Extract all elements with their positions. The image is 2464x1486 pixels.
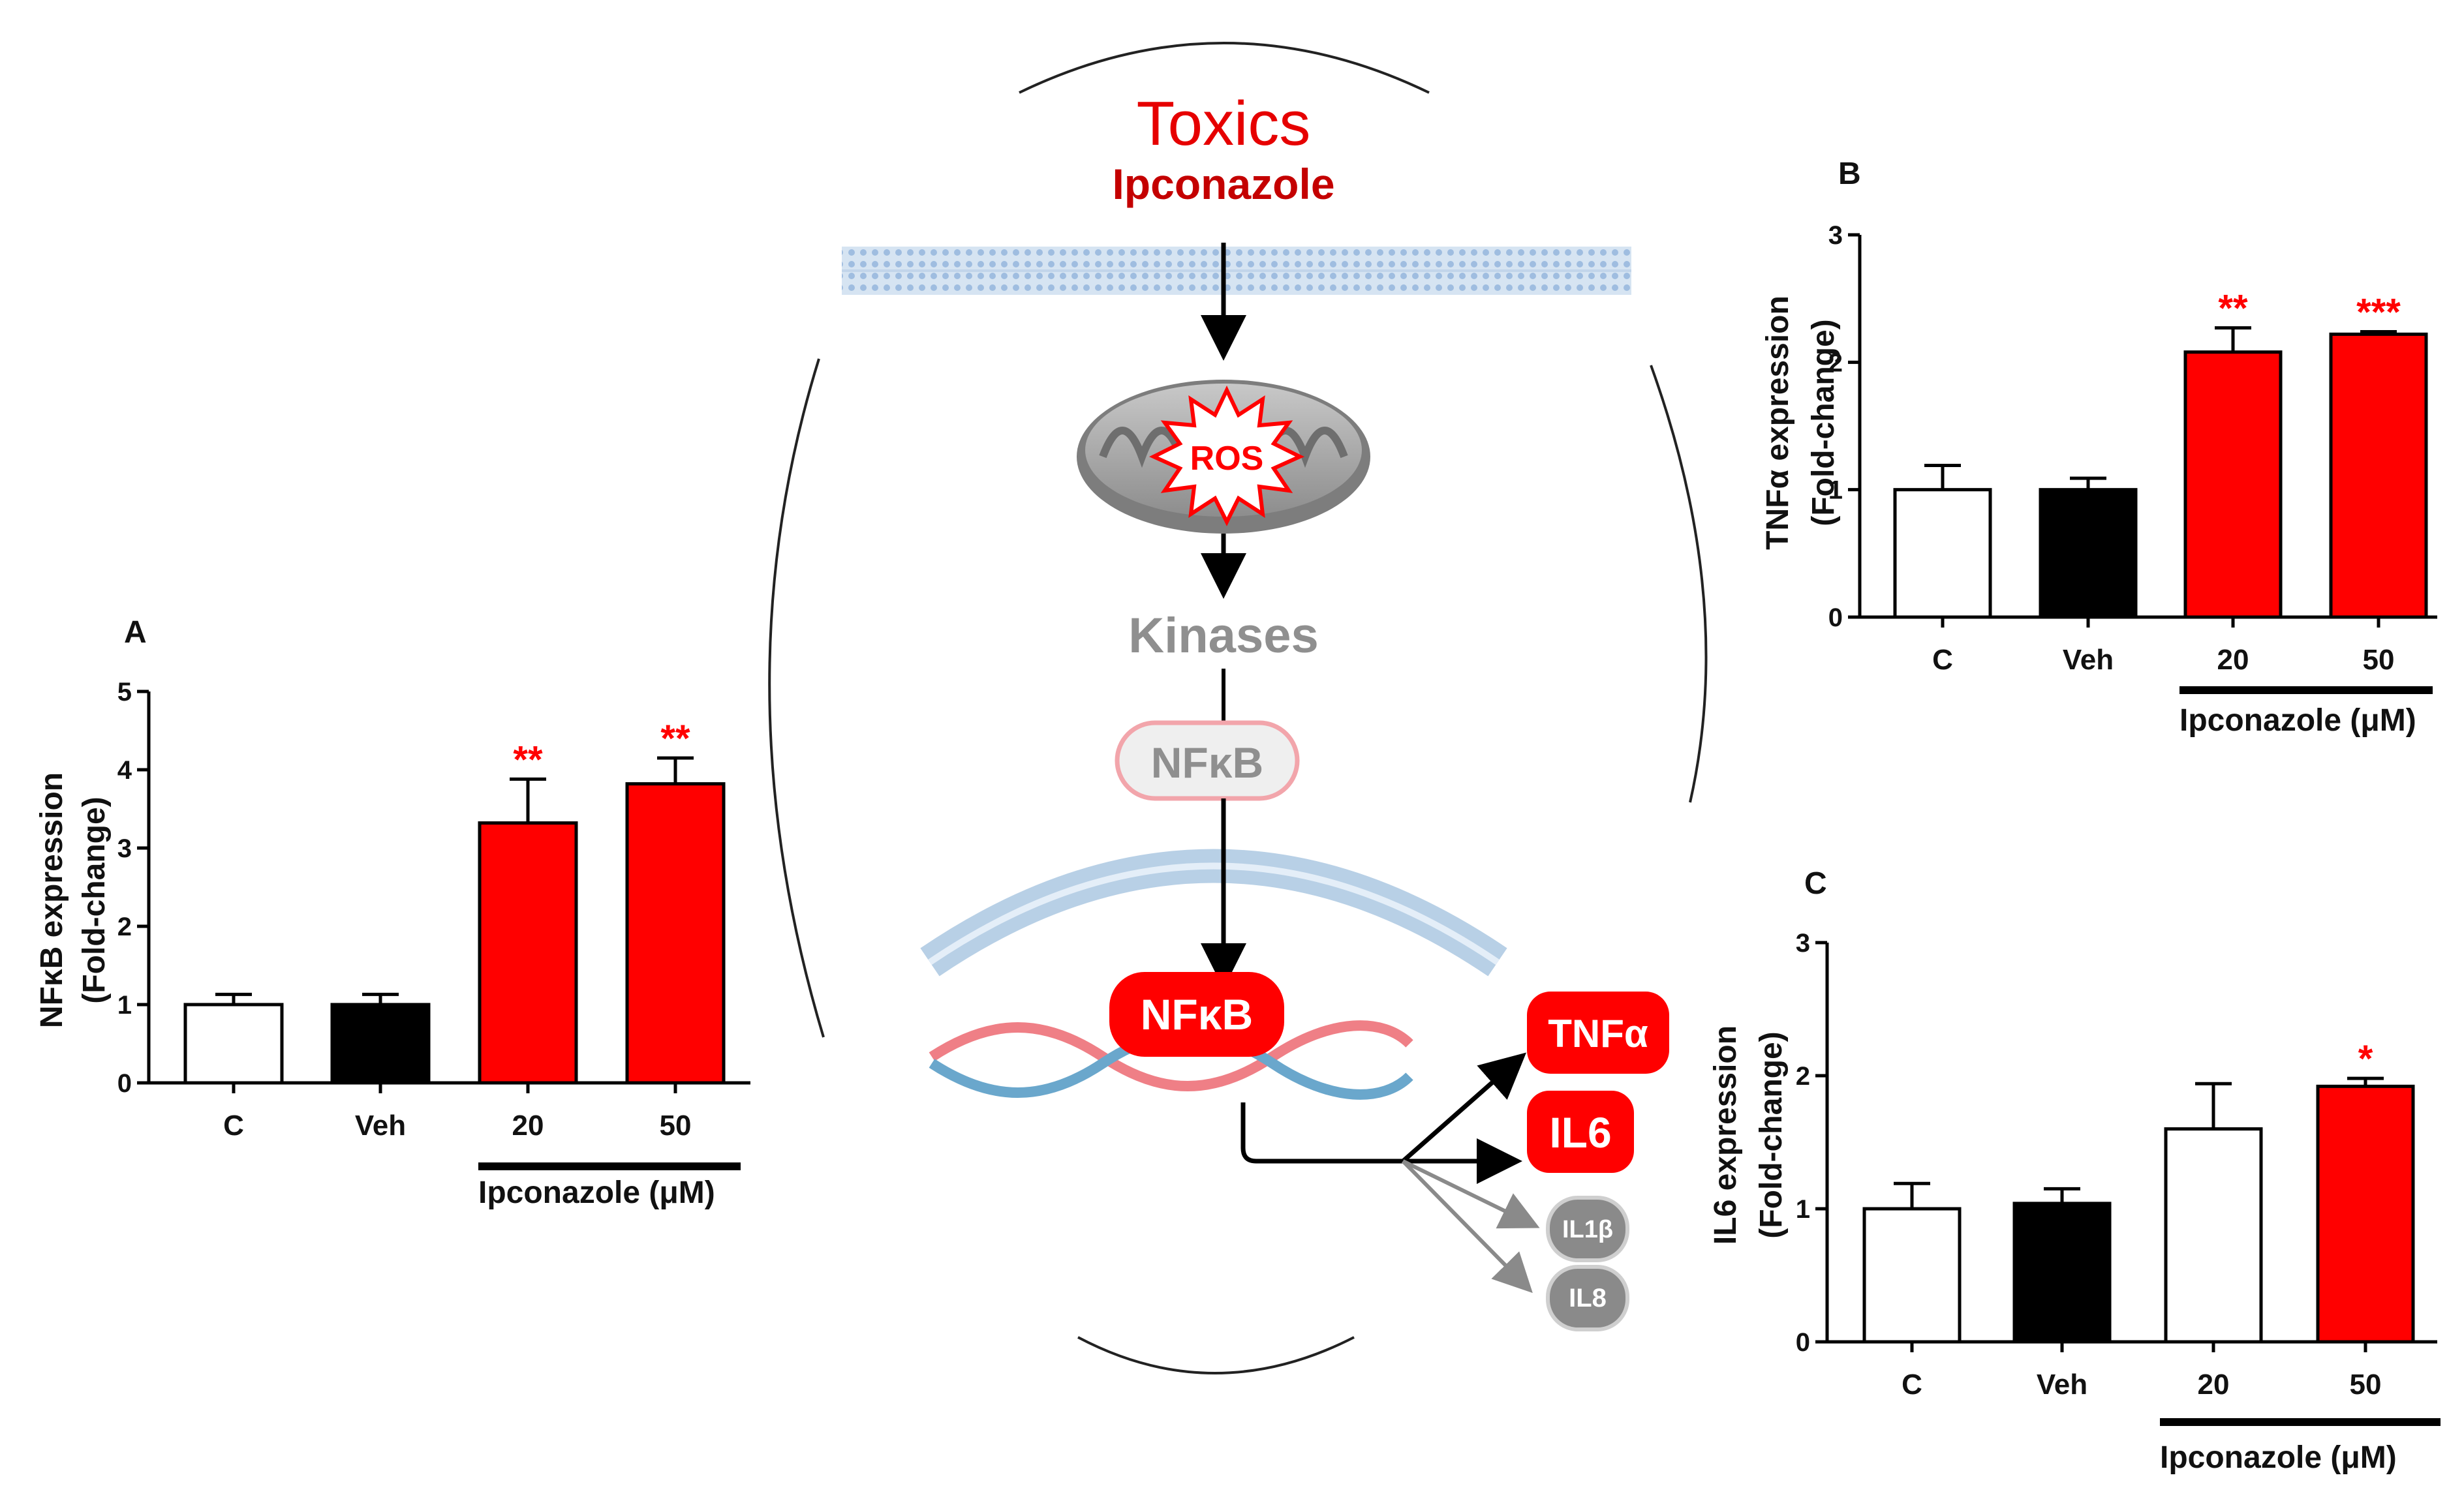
- significance-label: *: [2358, 1038, 2373, 1080]
- bar-20: [2164, 1127, 2263, 1344]
- x-category-label: Veh: [2037, 1369, 2087, 1401]
- mitochondrion-icon: ROS: [1077, 380, 1370, 534]
- y-tick-label: 3: [1796, 929, 1810, 958]
- y-axis-sublabel: (Fold-change): [1806, 319, 1841, 526]
- y-tick-label: 2: [1796, 1062, 1810, 1091]
- panel-letter: A: [124, 615, 147, 650]
- nfkb-nucleus-box: [1109, 972, 1284, 1057]
- y-axis-label: NFκB expression: [35, 772, 69, 1028]
- y-axis-sublabel: (Fold-change): [77, 796, 112, 1003]
- y-axis-sublabel: (Fold-change): [1754, 1031, 1789, 1238]
- il8-label: IL8: [1569, 1284, 1607, 1312]
- group-label: Ipconazole (μM): [478, 1175, 715, 1210]
- significance-label: **: [660, 718, 690, 760]
- x-category-label: Veh: [355, 1110, 406, 1142]
- group-label: Ipconazole (μM): [2160, 1440, 2397, 1475]
- compound-label: Ipconazole: [1112, 160, 1334, 208]
- group-label: Ipconazole (μM): [2179, 703, 2416, 738]
- bar-50: [625, 782, 726, 1085]
- arrow-transcription-trunk: [1240, 1102, 1406, 1164]
- y-tick-label: 1: [1796, 1195, 1810, 1224]
- bar-20: [478, 821, 578, 1085]
- x-category-label: 50: [2363, 644, 2395, 676]
- x-category-label: C: [223, 1110, 244, 1142]
- panel-letter: B: [1838, 157, 1861, 191]
- y-tick-label: 2: [1828, 348, 1843, 377]
- bar-c: [1893, 488, 1992, 619]
- x-category-label: Veh: [2063, 644, 2114, 676]
- significance-label: **: [513, 738, 543, 781]
- y-tick-label: 0: [117, 1069, 132, 1098]
- nfkb-cytoplasm-label: NFκB: [1151, 738, 1263, 787]
- x-category-label: C: [1932, 644, 1953, 676]
- x-category-label: 50: [660, 1110, 692, 1142]
- il6-label: IL6: [1549, 1108, 1611, 1157]
- x-category-label: 20: [2217, 644, 2249, 676]
- cell-outline-bottom-arc: [1077, 1336, 1355, 1374]
- il1b-label: IL1β: [1562, 1216, 1613, 1243]
- il8-box: [1546, 1265, 1629, 1331]
- cell-outline-left-arc: [768, 358, 825, 1038]
- panel-letter: C: [1804, 866, 1827, 901]
- significance-label: **: [2218, 288, 2248, 330]
- cell-outline-top-arc: [1019, 42, 1430, 94]
- arrow-to-il1b: [1402, 1159, 1540, 1229]
- cell-diagram: Toxics Ipconazole ROS Kinases NFκB: [768, 42, 1708, 1374]
- significance-label: ***: [2356, 291, 2401, 333]
- y-tick-label: 3: [117, 834, 132, 863]
- kinases-label: Kinases: [1128, 608, 1319, 663]
- tnfa-box: [1527, 992, 1669, 1074]
- cell-outline-right-arc: [1650, 365, 1708, 803]
- nfkb-cytoplasm-box: [1115, 720, 1300, 801]
- bar-20: [2183, 350, 2283, 619]
- bar-veh: [330, 1003, 431, 1085]
- x-category-label: C: [1902, 1369, 1922, 1401]
- y-tick-label: 5: [117, 678, 132, 706]
- il1b-box: [1546, 1196, 1629, 1262]
- bar-50: [2329, 332, 2428, 619]
- bar-50: [2316, 1084, 2415, 1344]
- arrow-to-il8: [1401, 1159, 1533, 1294]
- y-tick-label: 0: [1828, 603, 1843, 632]
- bar-veh: [2012, 1202, 2112, 1344]
- bar-c: [183, 1003, 284, 1085]
- cell-membrane-icon: [842, 247, 1631, 295]
- tnfa-label: TNFα: [1548, 1012, 1648, 1055]
- y-tick-label: 1: [117, 991, 132, 1020]
- bar-veh: [2039, 488, 2138, 619]
- bar-c: [1862, 1207, 1962, 1344]
- toxics-label: Toxics: [1137, 89, 1311, 159]
- x-category-label: 20: [512, 1110, 544, 1142]
- y-axis-label: TNFα expression: [1761, 296, 1795, 550]
- y-tick-label: 1: [1828, 476, 1843, 505]
- y-axis-label: IL6 expression: [1708, 1025, 1743, 1245]
- nfkb-nucleus-label: NFκB: [1141, 990, 1253, 1039]
- y-tick-label: 4: [117, 756, 132, 785]
- y-tick-label: 3: [1828, 221, 1843, 250]
- y-tick-label: 0: [1796, 1328, 1810, 1357]
- ros-burst-icon: [1149, 385, 1304, 526]
- ros-label: ROS: [1190, 440, 1264, 478]
- x-category-label: 20: [2198, 1369, 2230, 1401]
- x-category-label: 50: [2350, 1369, 2382, 1401]
- nuclear-envelope-icon: [920, 849, 1507, 977]
- y-tick-label: 2: [117, 913, 132, 941]
- il6-box: [1527, 1091, 1634, 1173]
- arrow-to-tnfa: [1401, 1052, 1527, 1163]
